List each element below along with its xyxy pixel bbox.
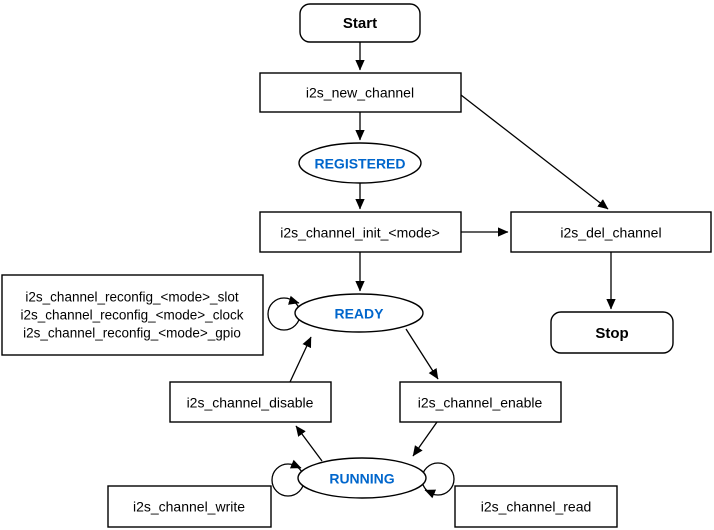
loop-running-write-arrowhead (289, 459, 302, 469)
state-registered: REGISTERED (298, 142, 422, 184)
stop-box (550, 311, 674, 354)
edges (289, 41, 616, 462)
reconfig-box (1, 274, 264, 356)
ready-ellipse (294, 293, 424, 333)
node-write: i2s_channel_write (107, 485, 272, 528)
start-label: Start (343, 15, 377, 32)
disable-box (169, 381, 332, 423)
loop-running-read-arrowhead (424, 489, 437, 499)
state-running: RUNNING (297, 457, 427, 499)
read-label: i2s_channel_read (481, 499, 592, 515)
registered-label: REGISTERED (314, 156, 405, 172)
del-channel-label: i2s_del_channel (560, 225, 661, 241)
node-enable: i2s_channel_enable (399, 381, 562, 423)
start-box (299, 3, 421, 43)
running-ellipse (297, 457, 427, 499)
write-label: i2s_channel_write (133, 499, 245, 515)
edge-enable-to-running (412, 421, 438, 457)
write-box (107, 485, 272, 528)
running-label: RUNNING (329, 471, 394, 487)
new-channel-label: i2s_new_channel (306, 85, 414, 101)
loop-ready-arrowhead (288, 295, 300, 305)
node-stop: Stop (550, 311, 674, 354)
node-reconfig: i2s_channel_reconfig_<mode>_slot i2s_cha… (1, 274, 264, 356)
stop-label: Stop (595, 325, 628, 342)
edge-disable-to-ready (289, 336, 312, 383)
node-init: i2s_channel_init_<mode> (259, 211, 462, 253)
init-box (259, 211, 462, 253)
node-del-channel: i2s_del_channel (510, 211, 712, 253)
edge-new-channel-to-del-channel (460, 94, 609, 210)
node-new-channel: i2s_new_channel (259, 72, 462, 113)
reconfig-slot-label: i2s_channel_reconfig_<mode>_slot (25, 290, 238, 305)
ready-label: READY (334, 306, 384, 322)
edge-ready-to-enable (405, 328, 439, 380)
state-ready: READY (294, 293, 424, 333)
enable-label: i2s_channel_enable (418, 395, 543, 411)
del-channel-box (510, 211, 712, 253)
reconfig-gpio-label: i2s_channel_reconfig_<mode>_gpio (23, 326, 241, 341)
node-disable: i2s_channel_disable (169, 381, 332, 423)
node-read: i2s_channel_read (454, 485, 618, 528)
enable-box (399, 381, 562, 423)
registered-ellipse (298, 142, 422, 184)
new-channel-box (259, 72, 462, 113)
init-label: i2s_channel_init_<mode> (280, 225, 440, 241)
disable-label: i2s_channel_disable (187, 395, 314, 411)
read-box (454, 485, 618, 528)
edge-running-to-disable (295, 425, 323, 462)
node-start: Start (299, 3, 421, 43)
reconfig-clock-label: i2s_channel_reconfig_<mode>_clock (21, 308, 244, 323)
